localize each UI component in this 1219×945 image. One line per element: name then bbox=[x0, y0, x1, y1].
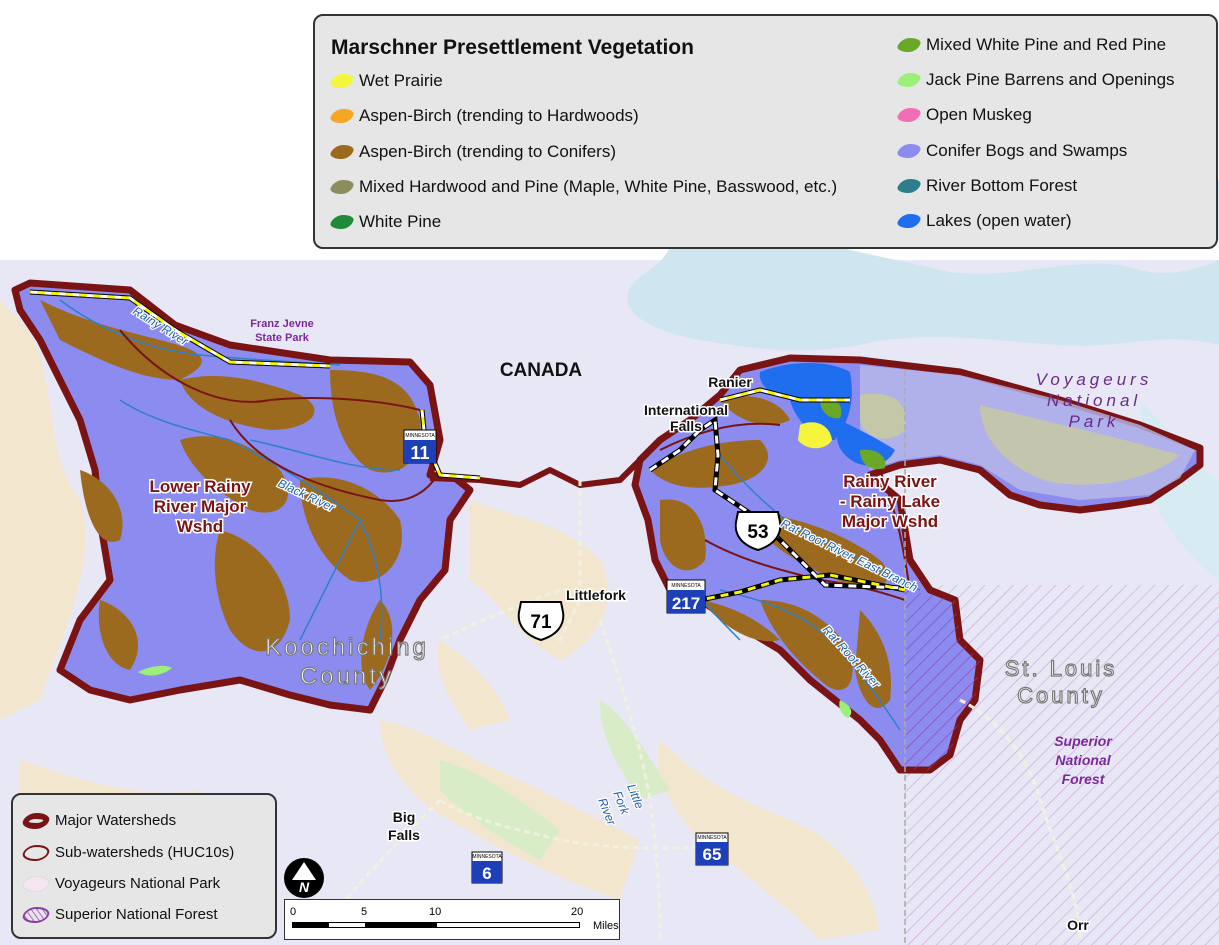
label-lower-rainy-2: River Major bbox=[154, 497, 247, 516]
label-rainy-lake-1: Rainy River bbox=[843, 472, 937, 491]
label-ranier: Ranier bbox=[708, 374, 752, 390]
legend-item-wet-prairie: Wet Prairie bbox=[328, 71, 443, 91]
legend-item-conifer-bogs: Conifer Bogs and Swamps bbox=[895, 141, 1127, 161]
aspen-hardwoods-swatch-icon bbox=[328, 109, 356, 123]
superior-swatch-icon bbox=[20, 906, 52, 923]
label-superior-2: National bbox=[1055, 752, 1111, 768]
white-pine-swatch-icon bbox=[328, 215, 356, 229]
legend-item-river-bottom: River Bottom Forest bbox=[895, 176, 1077, 196]
legend-item-voyageurs: Voyageurs National Park bbox=[20, 875, 220, 892]
label-voyageurs-2: National bbox=[1047, 391, 1141, 410]
mixed-pine-patch bbox=[820, 398, 842, 419]
river-bottom-swatch-icon bbox=[895, 179, 923, 193]
shield-hwy53: 53 bbox=[734, 511, 782, 552]
legend-item-mixed-hardwood: Mixed Hardwood and Pine (Maple, White Pi… bbox=[328, 177, 837, 197]
legend-item-sub-watersheds: Sub-watersheds (HUC10s) bbox=[20, 844, 234, 861]
scale-tick-0: 0 bbox=[290, 906, 297, 918]
mixed-pine-patch-2 bbox=[860, 449, 886, 470]
canada-lakes bbox=[627, 180, 1219, 351]
mixed-hardwood-patch bbox=[860, 393, 906, 439]
jack-pine-patch bbox=[138, 665, 172, 676]
mixed-hardwood-swatch-icon bbox=[328, 180, 356, 194]
scale-bar: 0 5 10 20 Miles bbox=[284, 899, 620, 940]
mixed-hardwood-voyageurs bbox=[980, 405, 1180, 485]
label-rainy-lake-2: - Rainy Lake bbox=[840, 492, 940, 511]
label-st-louis-2: County bbox=[1017, 683, 1105, 708]
scale-tick-5: 5 bbox=[361, 906, 368, 918]
label-littlefork: Littlefork bbox=[566, 587, 626, 603]
vegetation-legend: Marschner Presettlement Vegetation Wet P… bbox=[313, 14, 1218, 249]
label-intl-falls-2: Falls bbox=[670, 418, 702, 434]
label-st-louis-1: St. Louis bbox=[1005, 656, 1118, 681]
wetland-outside bbox=[440, 700, 670, 860]
shield-hwy217: MINNESOTA 217 bbox=[666, 579, 706, 614]
scale-tick-10: 10 bbox=[429, 906, 442, 918]
shield-hwy71: 71 bbox=[517, 601, 565, 642]
legend-item-jack-pine: Jack Pine Barrens and Openings bbox=[895, 70, 1175, 90]
label-lower-rainy-3: Wshd bbox=[177, 517, 223, 536]
label-franz-jevne-2: State Park bbox=[255, 332, 310, 344]
subwatersheds-lower-rainy bbox=[119, 329, 441, 502]
svg-text:MINNESOTA: MINNESOTA bbox=[472, 854, 502, 860]
hwy65-label: 65 bbox=[703, 845, 722, 864]
label-franz-jevne-1: Franz Jevne bbox=[250, 318, 314, 330]
open-muskeg-swatch-icon bbox=[895, 108, 923, 122]
legend-title: Marschner Presettlement Vegetation bbox=[331, 36, 694, 59]
legend-item-white-pine: White Pine bbox=[328, 212, 441, 232]
svg-text:MINNESOTA: MINNESOTA bbox=[671, 583, 701, 589]
label-big-falls-2: Falls bbox=[388, 827, 420, 843]
conifer-bogs-swatch-icon bbox=[895, 144, 923, 158]
svg-text:MINNESOTA: MINNESOTA bbox=[697, 835, 727, 841]
north-arrow-icon: N bbox=[284, 858, 324, 898]
superior-forest-hatch-wshd bbox=[905, 590, 980, 770]
jack-pine-patch-2 bbox=[839, 700, 852, 718]
wet-prairie-swatch-icon bbox=[328, 74, 356, 88]
label-superior-3: Forest bbox=[1062, 771, 1106, 787]
scale-tick-20: 20 bbox=[571, 906, 584, 918]
hwy11-label: 11 bbox=[410, 443, 429, 463]
label-superior-1: Superior bbox=[1054, 733, 1113, 749]
label-voyageurs-3: Park bbox=[1069, 412, 1120, 431]
hwy53-label: 53 bbox=[747, 522, 768, 543]
label-koochiching-2: County bbox=[300, 663, 394, 690]
shield-hwy6: MINNESOTA 6 bbox=[471, 851, 503, 884]
wet-prairie-patch bbox=[798, 422, 832, 449]
hwy217-label: 217 bbox=[672, 594, 700, 613]
aspen-conifers-lower-rainy bbox=[40, 300, 421, 690]
legend-item-lakes: Lakes (open water) bbox=[895, 211, 1072, 231]
legend-item-aspen-conifers: Aspen-Birch (trending to Conifers) bbox=[328, 142, 616, 162]
major-watershed-swatch-icon bbox=[20, 812, 52, 829]
minor-roads bbox=[328, 480, 1082, 941]
legend-item-aspen-hardwoods: Aspen-Birch (trending to Hardwoods) bbox=[328, 106, 639, 126]
legend-item-superior: Superior National Forest bbox=[20, 906, 218, 923]
white-red-pine-swatch-icon bbox=[895, 38, 923, 52]
lakes-swatch-icon bbox=[895, 214, 923, 228]
border-watershed-strip bbox=[429, 457, 643, 488]
label-lower-rainy-1: Lower Rainy bbox=[149, 477, 251, 496]
voyageurs-swatch-icon bbox=[20, 875, 52, 892]
label-intl-falls-1: International bbox=[644, 402, 728, 418]
legend-item-white-red-pine: Mixed White Pine and Red Pine bbox=[895, 35, 1166, 55]
legend-item-open-muskeg: Open Muskeg bbox=[895, 105, 1032, 125]
shield-hwy11: MINNESOTA 11 bbox=[403, 429, 437, 464]
hwy71-label: 71 bbox=[530, 612, 552, 633]
label-big-falls-1: Big bbox=[393, 809, 416, 825]
shield-hwy65: MINNESOTA 65 bbox=[695, 832, 729, 866]
superior-forest-hatch bbox=[905, 585, 1219, 945]
boundary-legend: Major Watersheds Sub-watersheds (HUC10s)… bbox=[11, 793, 277, 939]
sub-watershed-swatch-icon bbox=[20, 844, 52, 861]
label-orr: Orr bbox=[1067, 917, 1089, 933]
svg-text:MINNESOTA: MINNESOTA bbox=[405, 433, 435, 439]
north-arrow-label: N bbox=[299, 879, 310, 895]
label-canada: CANADA bbox=[500, 360, 583, 381]
label-rainy-lake-3: Major Wshd bbox=[842, 512, 938, 531]
scale-unit: Miles bbox=[593, 920, 619, 932]
aspen-conifers-swatch-icon bbox=[328, 145, 356, 159]
label-koochiching-1: Koochiching bbox=[265, 634, 429, 661]
legend-item-major-watersheds: Major Watersheds bbox=[20, 812, 176, 829]
jack-pine-swatch-icon bbox=[895, 73, 923, 87]
label-voyageurs-1: Voyageurs bbox=[1036, 370, 1153, 389]
hwy6-label: 6 bbox=[482, 864, 491, 883]
scale-bar-track bbox=[292, 922, 580, 928]
